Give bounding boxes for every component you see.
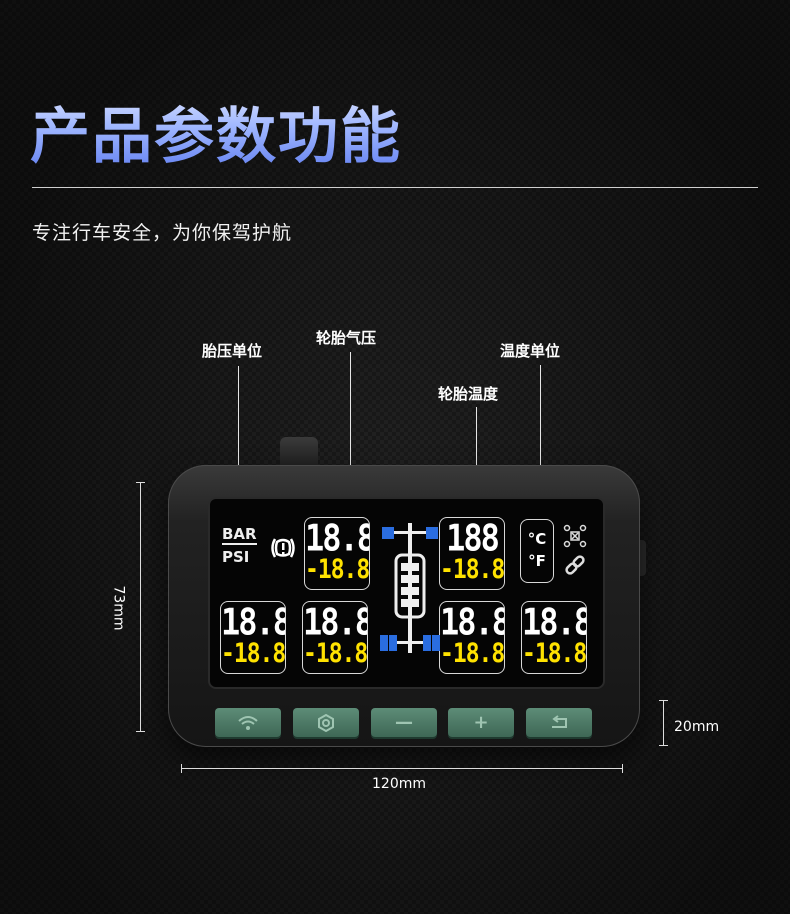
depth-dimension-label: 20mm [674, 719, 720, 735]
device-side-port [636, 540, 646, 576]
leader-line [238, 366, 239, 514]
vehicle-axle-diagram-icon [380, 523, 440, 653]
width-dimension-label: 120mm [372, 776, 426, 792]
dimension-tick [622, 764, 623, 773]
tire-cell-front-left: 18.8 -18.8 [304, 517, 370, 590]
plus-button[interactable]: + [448, 708, 514, 737]
tpms-device: BAR PSI 18.8 -18.8 188 -18.8 18.8 -18.8 … [168, 465, 640, 747]
celsius-unit-label: °C [527, 530, 547, 548]
tire-cell-rear-left-inner: 18.8 -18.8 [302, 601, 368, 674]
dimension-tick [136, 731, 145, 732]
tire-pressure-value: 18.8 [440, 601, 505, 644]
depth-dimension-line [663, 700, 664, 746]
plus-icon: + [473, 712, 489, 733]
tire-cell-front-right: 188 -18.8 [439, 517, 505, 590]
fahrenheit-unit-label: °F [528, 552, 546, 570]
tire-cell-rear-right-outer: 18.8 -18.8 [521, 601, 587, 674]
height-dimension-label: 73mm [110, 585, 127, 631]
tire-pressure-value: 188 [446, 517, 500, 560]
dimension-tick [181, 764, 182, 773]
page-title: 产品参数功能 [30, 88, 402, 175]
callout-tire-pressure-unit: 胎压单位 [202, 342, 263, 360]
page-subtitle: 专注行车安全，为你保驾护航 [32, 222, 293, 244]
minus-icon: — [395, 712, 413, 733]
settings-button[interactable] [293, 708, 359, 737]
wifi-icon [238, 715, 258, 730]
dimension-tick [136, 482, 145, 483]
device-antenna-knob [280, 437, 318, 470]
tire-pressure-value: 18.8 [303, 601, 368, 644]
tire-temperature-value: -18.8 [303, 639, 368, 669]
leader-line [350, 352, 351, 514]
tire-temperature-value: -18.8 [522, 639, 587, 669]
callout-tire-temperature: 轮胎温度 [438, 385, 499, 403]
callout-temperature-unit: 温度单位 [500, 342, 561, 360]
pressure-unit-indicator: BAR PSI [222, 526, 257, 565]
tire-cell-rear-left-outer: 18.8 -18.8 [220, 601, 286, 674]
callout-tire-pressure: 轮胎气压 [316, 329, 377, 347]
tire-temperature-value: -18.8 [305, 555, 370, 585]
tpms-warning-icon [271, 538, 295, 558]
tire-pressure-value: 18.8 [305, 517, 370, 560]
return-icon [552, 714, 567, 728]
sensor-pairing-icon [563, 524, 587, 548]
dimension-tick [659, 745, 668, 746]
lcd-screen: BAR PSI 18.8 -18.8 188 -18.8 18.8 -18.8 … [208, 497, 605, 689]
psi-unit-label: PSI [222, 548, 250, 566]
width-dimension-line [181, 768, 623, 769]
bar-unit-label: BAR [222, 525, 257, 545]
tire-pressure-value: 18.8 [221, 601, 286, 644]
tire-temperature-value: -18.8 [440, 555, 505, 585]
tire-temperature-value: -18.8 [221, 639, 286, 669]
link-icon [565, 555, 585, 575]
minus-button[interactable]: — [371, 708, 437, 737]
dimension-tick [659, 700, 668, 701]
sensor-and-link-icons [563, 524, 587, 575]
tire-temperature-value: -18.8 [440, 639, 505, 669]
height-dimension-line [140, 482, 141, 732]
wifi-button[interactable] [215, 708, 281, 737]
tire-pressure-value: 18.8 [522, 601, 587, 644]
title-divider [32, 187, 758, 188]
settings-icon [318, 713, 334, 732]
tire-cell-rear-right-inner: 18.8 -18.8 [439, 601, 505, 674]
temperature-unit-indicator: °C °F [520, 519, 554, 583]
leader-line [540, 365, 541, 514]
return-button[interactable] [526, 708, 592, 737]
